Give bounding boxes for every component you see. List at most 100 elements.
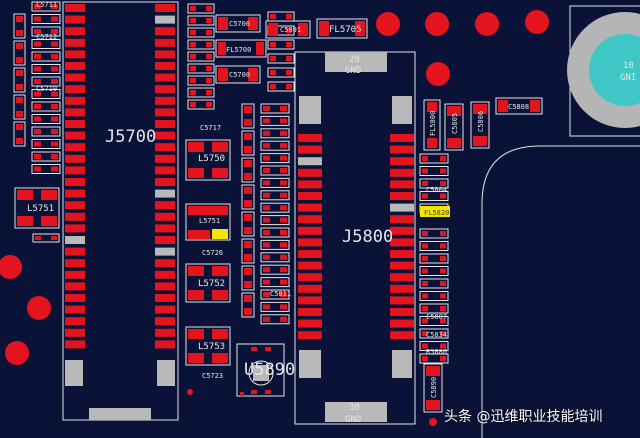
pad	[263, 180, 270, 186]
pad	[263, 316, 270, 322]
c5891-label: C5891	[280, 26, 301, 34]
pad	[16, 84, 23, 90]
right-component-column	[419, 153, 449, 364]
pad	[51, 16, 58, 22]
j5800-pad	[390, 168, 414, 177]
j5700-pad	[65, 201, 85, 210]
capacitor-c5808[interactable]: C5808	[495, 97, 543, 115]
component-outline	[260, 153, 290, 164]
j5700-pad	[155, 178, 175, 186]
component-outline	[260, 239, 290, 250]
component-outline	[31, 76, 61, 87]
inductor-l5752[interactable]: L5752	[185, 263, 231, 303]
j5700-pad	[155, 27, 175, 36]
component-outline	[32, 233, 60, 243]
connector-j5800[interactable]: 29 GND 30 GND J5800	[294, 51, 416, 425]
pad	[263, 292, 270, 297]
pad	[280, 143, 287, 149]
pad	[270, 56, 276, 61]
l5750-label: L5750	[198, 154, 225, 164]
pad	[206, 6, 212, 11]
pad	[270, 84, 276, 89]
capacitor-c5890[interactable]: C5890	[423, 363, 443, 413]
inductor-l5753[interactable]: L5753	[185, 326, 231, 366]
component-outline	[419, 303, 449, 314]
pad	[263, 230, 270, 235]
capacitor-c5700[interactable]: C5700	[215, 65, 261, 84]
c5805-label: C5805	[451, 113, 459, 134]
pad	[440, 331, 446, 336]
j5800-pad	[298, 134, 322, 142]
pad	[422, 356, 428, 361]
pad	[280, 217, 287, 223]
component-outline	[419, 228, 449, 239]
c5726-label: C5726	[202, 249, 223, 257]
filter-fl5820-highlighted[interactable]: FL5820	[420, 206, 450, 217]
j5800-pad	[390, 226, 414, 235]
pad	[440, 156, 446, 161]
inductor-l5750[interactable]: L5750	[185, 139, 231, 181]
component-outline	[31, 64, 61, 74]
capacitor-c5706[interactable]: C5706	[215, 14, 261, 33]
j5700-pad	[155, 4, 175, 12]
component-outline	[419, 341, 449, 351]
connector-j5700[interactable]: J5700	[62, 1, 179, 421]
pad	[244, 227, 252, 234]
j5800-pad	[298, 145, 322, 154]
filter-fl5705[interactable]: FL5705	[316, 18, 368, 39]
component-outline	[31, 1, 61, 12]
pad	[51, 116, 58, 122]
pad	[34, 166, 41, 172]
pad	[263, 205, 270, 211]
component-outline	[419, 178, 449, 189]
capacitor-c5891[interactable]: C5891	[265, 20, 311, 39]
pad	[206, 102, 212, 107]
pad	[206, 90, 212, 95]
j5800-pad	[298, 308, 322, 316]
capacitor-c5806[interactable]: C5806	[470, 101, 490, 149]
pad	[244, 241, 252, 248]
inductor-l5751-center[interactable]: L5751	[185, 203, 231, 241]
j5700-pad	[155, 212, 175, 221]
pad	[34, 91, 41, 97]
component-outline	[419, 241, 449, 251]
j5800-pad	[390, 284, 414, 293]
component-outline	[260, 115, 290, 126]
pad	[190, 102, 196, 107]
component-outline	[260, 301, 290, 312]
pad	[244, 308, 252, 315]
via	[376, 12, 400, 36]
j5700-pad	[65, 73, 85, 82]
component-outline	[260, 215, 290, 226]
pad	[34, 41, 41, 47]
pad	[286, 28, 292, 33]
j5700-pad	[155, 154, 175, 163]
component-outline	[241, 292, 255, 318]
j5700-pad	[65, 85, 85, 94]
pad	[440, 231, 446, 236]
pad	[190, 54, 196, 59]
pad	[440, 343, 446, 349]
filter-fl5800[interactable]: FL5800	[423, 99, 441, 151]
pad	[280, 205, 287, 211]
inductor-l5751-left[interactable]: L5751	[14, 187, 60, 229]
mounting-hole[interactable]: 10 GNI	[567, 12, 640, 128]
pad	[263, 118, 270, 124]
via	[0, 255, 22, 279]
pad	[190, 18, 196, 23]
pad	[34, 154, 41, 159]
fl5800-label: FL5800	[429, 111, 437, 136]
capacitor-c5805[interactable]: C5805	[444, 103, 464, 151]
j5700-pad	[65, 96, 85, 105]
pad	[280, 180, 287, 186]
component-outline	[187, 75, 215, 86]
j5700-pad	[65, 4, 85, 12]
component-outline	[241, 157, 255, 183]
filter-fl5700[interactable]: FL5700	[215, 39, 267, 58]
pad	[34, 79, 41, 84]
pad	[244, 173, 252, 180]
c5712-label: C5712	[36, 33, 57, 41]
ic-u5890[interactable]: U5890	[236, 343, 295, 397]
pad	[422, 306, 428, 311]
component-outline	[31, 101, 61, 112]
